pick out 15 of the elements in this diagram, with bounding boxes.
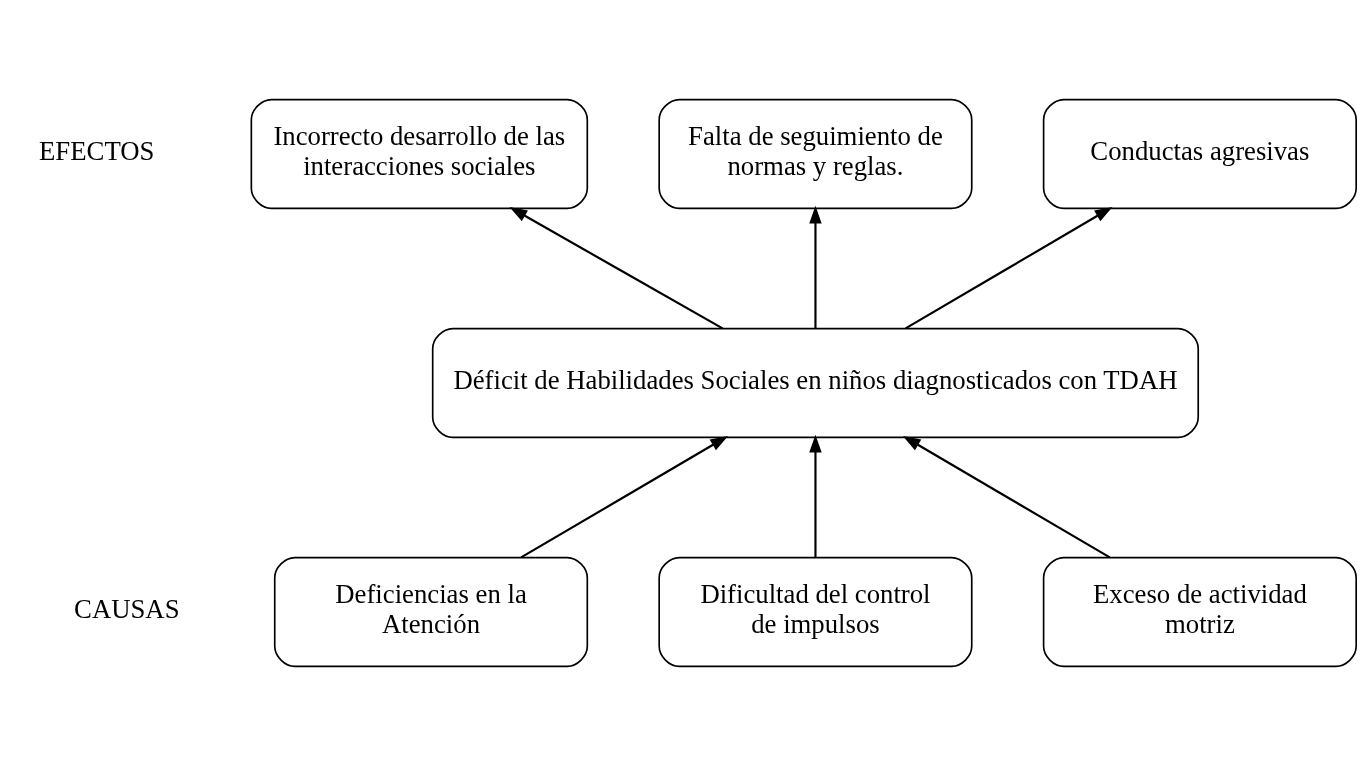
arrow [809,205,822,329]
arrow [905,207,1113,330]
arrow [809,434,822,558]
node-box: Falta de seguimiento de normas y reglas. [658,98,973,210]
node-box: Exceso de actividad motriz [1042,556,1357,668]
arrow [520,436,729,559]
node-box: Déficit de Habilidades Sociales en niños diagnosticados con TDAH [431,327,1200,439]
node-box: Incorrecto desarrollo de las interacciones sociales [250,98,589,210]
arrow [902,436,1111,559]
arrow [509,207,724,330]
label: EFECTOS [39,136,155,167]
node-box: Conductas agresivas [1042,98,1357,210]
node-box: Deficiencias en la Atención [273,556,589,668]
label: CAUSAS [74,594,180,625]
node-box: Dificultad del control de impulsos [658,556,973,668]
